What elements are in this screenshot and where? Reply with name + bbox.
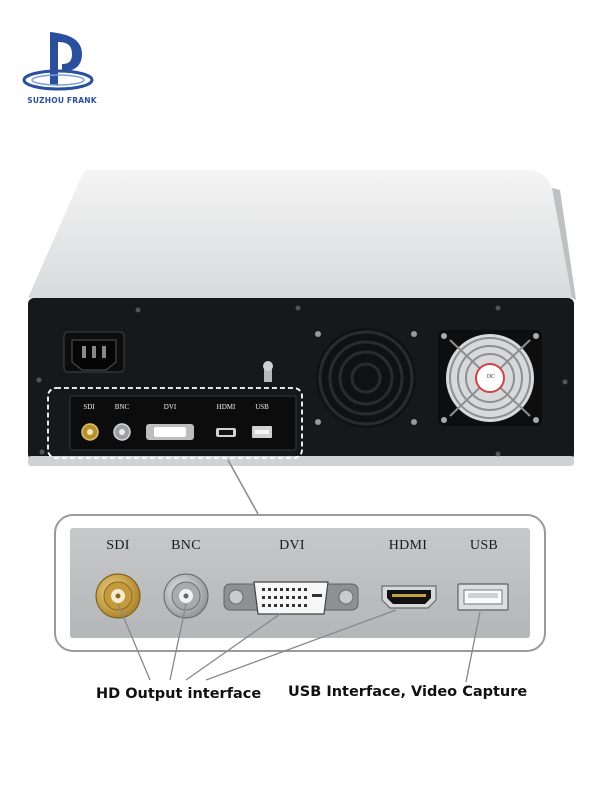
- callout-label-sdi: SDI: [106, 538, 130, 553]
- brand-logo: SUZHOU FRANK: [22, 28, 98, 108]
- ps-swoosh-logo-icon: [22, 32, 94, 91]
- panel-label-bnc: BNC: [114, 403, 130, 411]
- panel-label-hdmi: HDMI: [216, 403, 236, 411]
- callout-label-hdmi: HDMI: [388, 538, 428, 553]
- callout-label-usb: USB: [469, 538, 499, 553]
- caption-hd-output: HD Output interface: [96, 686, 262, 702]
- video-capture-device: SDI BNC DVI HDMI USB DC: [20, 160, 590, 480]
- callout-label-dvi: DVI: [279, 538, 305, 553]
- callout-label-bnc: BNC: [171, 538, 201, 553]
- fan-label: DC: [486, 374, 496, 380]
- panel-label-sdi: SDI: [83, 403, 95, 411]
- panel-label-usb: USB: [255, 403, 269, 411]
- caption-usb-interface: USB Interface, Video Capture: [288, 684, 528, 700]
- brand-name: SUZHOU FRANK: [27, 96, 97, 105]
- panel-label-dvi: DVI: [163, 403, 177, 411]
